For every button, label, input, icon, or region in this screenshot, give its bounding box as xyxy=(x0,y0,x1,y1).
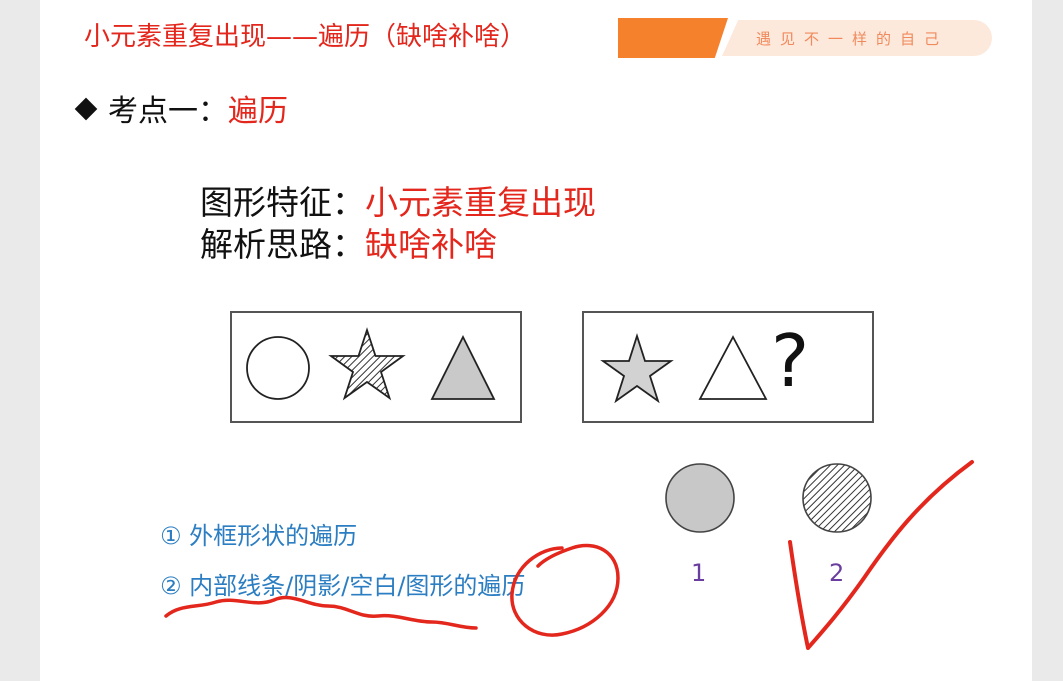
question-box-1 xyxy=(230,311,522,423)
question-box-1-shapes xyxy=(246,327,496,401)
question-mark: ? xyxy=(771,319,810,403)
banner-pill xyxy=(722,20,992,56)
feature-label: 图形特征： xyxy=(200,183,365,222)
feature-line-shape: 图形特征：小元素重复出现 xyxy=(200,176,596,224)
feature-value: 缺啥补啥 xyxy=(365,225,497,264)
feature-line-approach: 解析思路：缺啥补啥 xyxy=(200,218,497,266)
feature-label: 解析思路： xyxy=(200,225,365,264)
topic-heading: 考点一：遍历 xyxy=(74,86,288,130)
hatched-star-icon xyxy=(328,327,406,401)
white-triangle-icon xyxy=(698,335,768,400)
circle-icon xyxy=(246,336,310,400)
answer-options-shapes xyxy=(665,463,872,533)
feature-value: 小元素重复出现 xyxy=(365,183,596,222)
key-point-1: ① 外框形状的遍历 xyxy=(160,522,358,550)
key-point-2: ② 内部线条/阴影/空白/图形的遍历 xyxy=(160,572,526,600)
slogan-banner: 遇见不一样的自己 xyxy=(618,18,998,58)
hatched-circle-icon xyxy=(802,463,872,533)
option-label-1: 1 xyxy=(691,559,707,587)
gray-triangle-icon xyxy=(430,334,496,400)
circle-annotation xyxy=(510,543,620,637)
option-label-2: 2 xyxy=(829,559,845,587)
diamond-bullet-icon xyxy=(74,97,98,121)
slogan-text: 遇见不一样的自己 xyxy=(756,30,949,48)
gray-circle-icon xyxy=(665,463,735,533)
topic-value: 遍历 xyxy=(228,94,288,129)
banner-orange-block xyxy=(618,18,728,58)
wavy-underline-annotation xyxy=(164,595,478,630)
page-title: 小元素重复出现——遍历（缺啥补啥） xyxy=(84,22,527,52)
topic-prefix: 考点一： xyxy=(108,94,228,129)
slide: 小元素重复出现——遍历（缺啥补啥） 遇见不一样的自己 考点一：遍历 图形特征：小… xyxy=(40,0,1032,681)
gray-star-icon xyxy=(600,333,674,404)
question-box-2-shapes xyxy=(600,333,768,404)
question-box-2: ? xyxy=(582,311,874,423)
